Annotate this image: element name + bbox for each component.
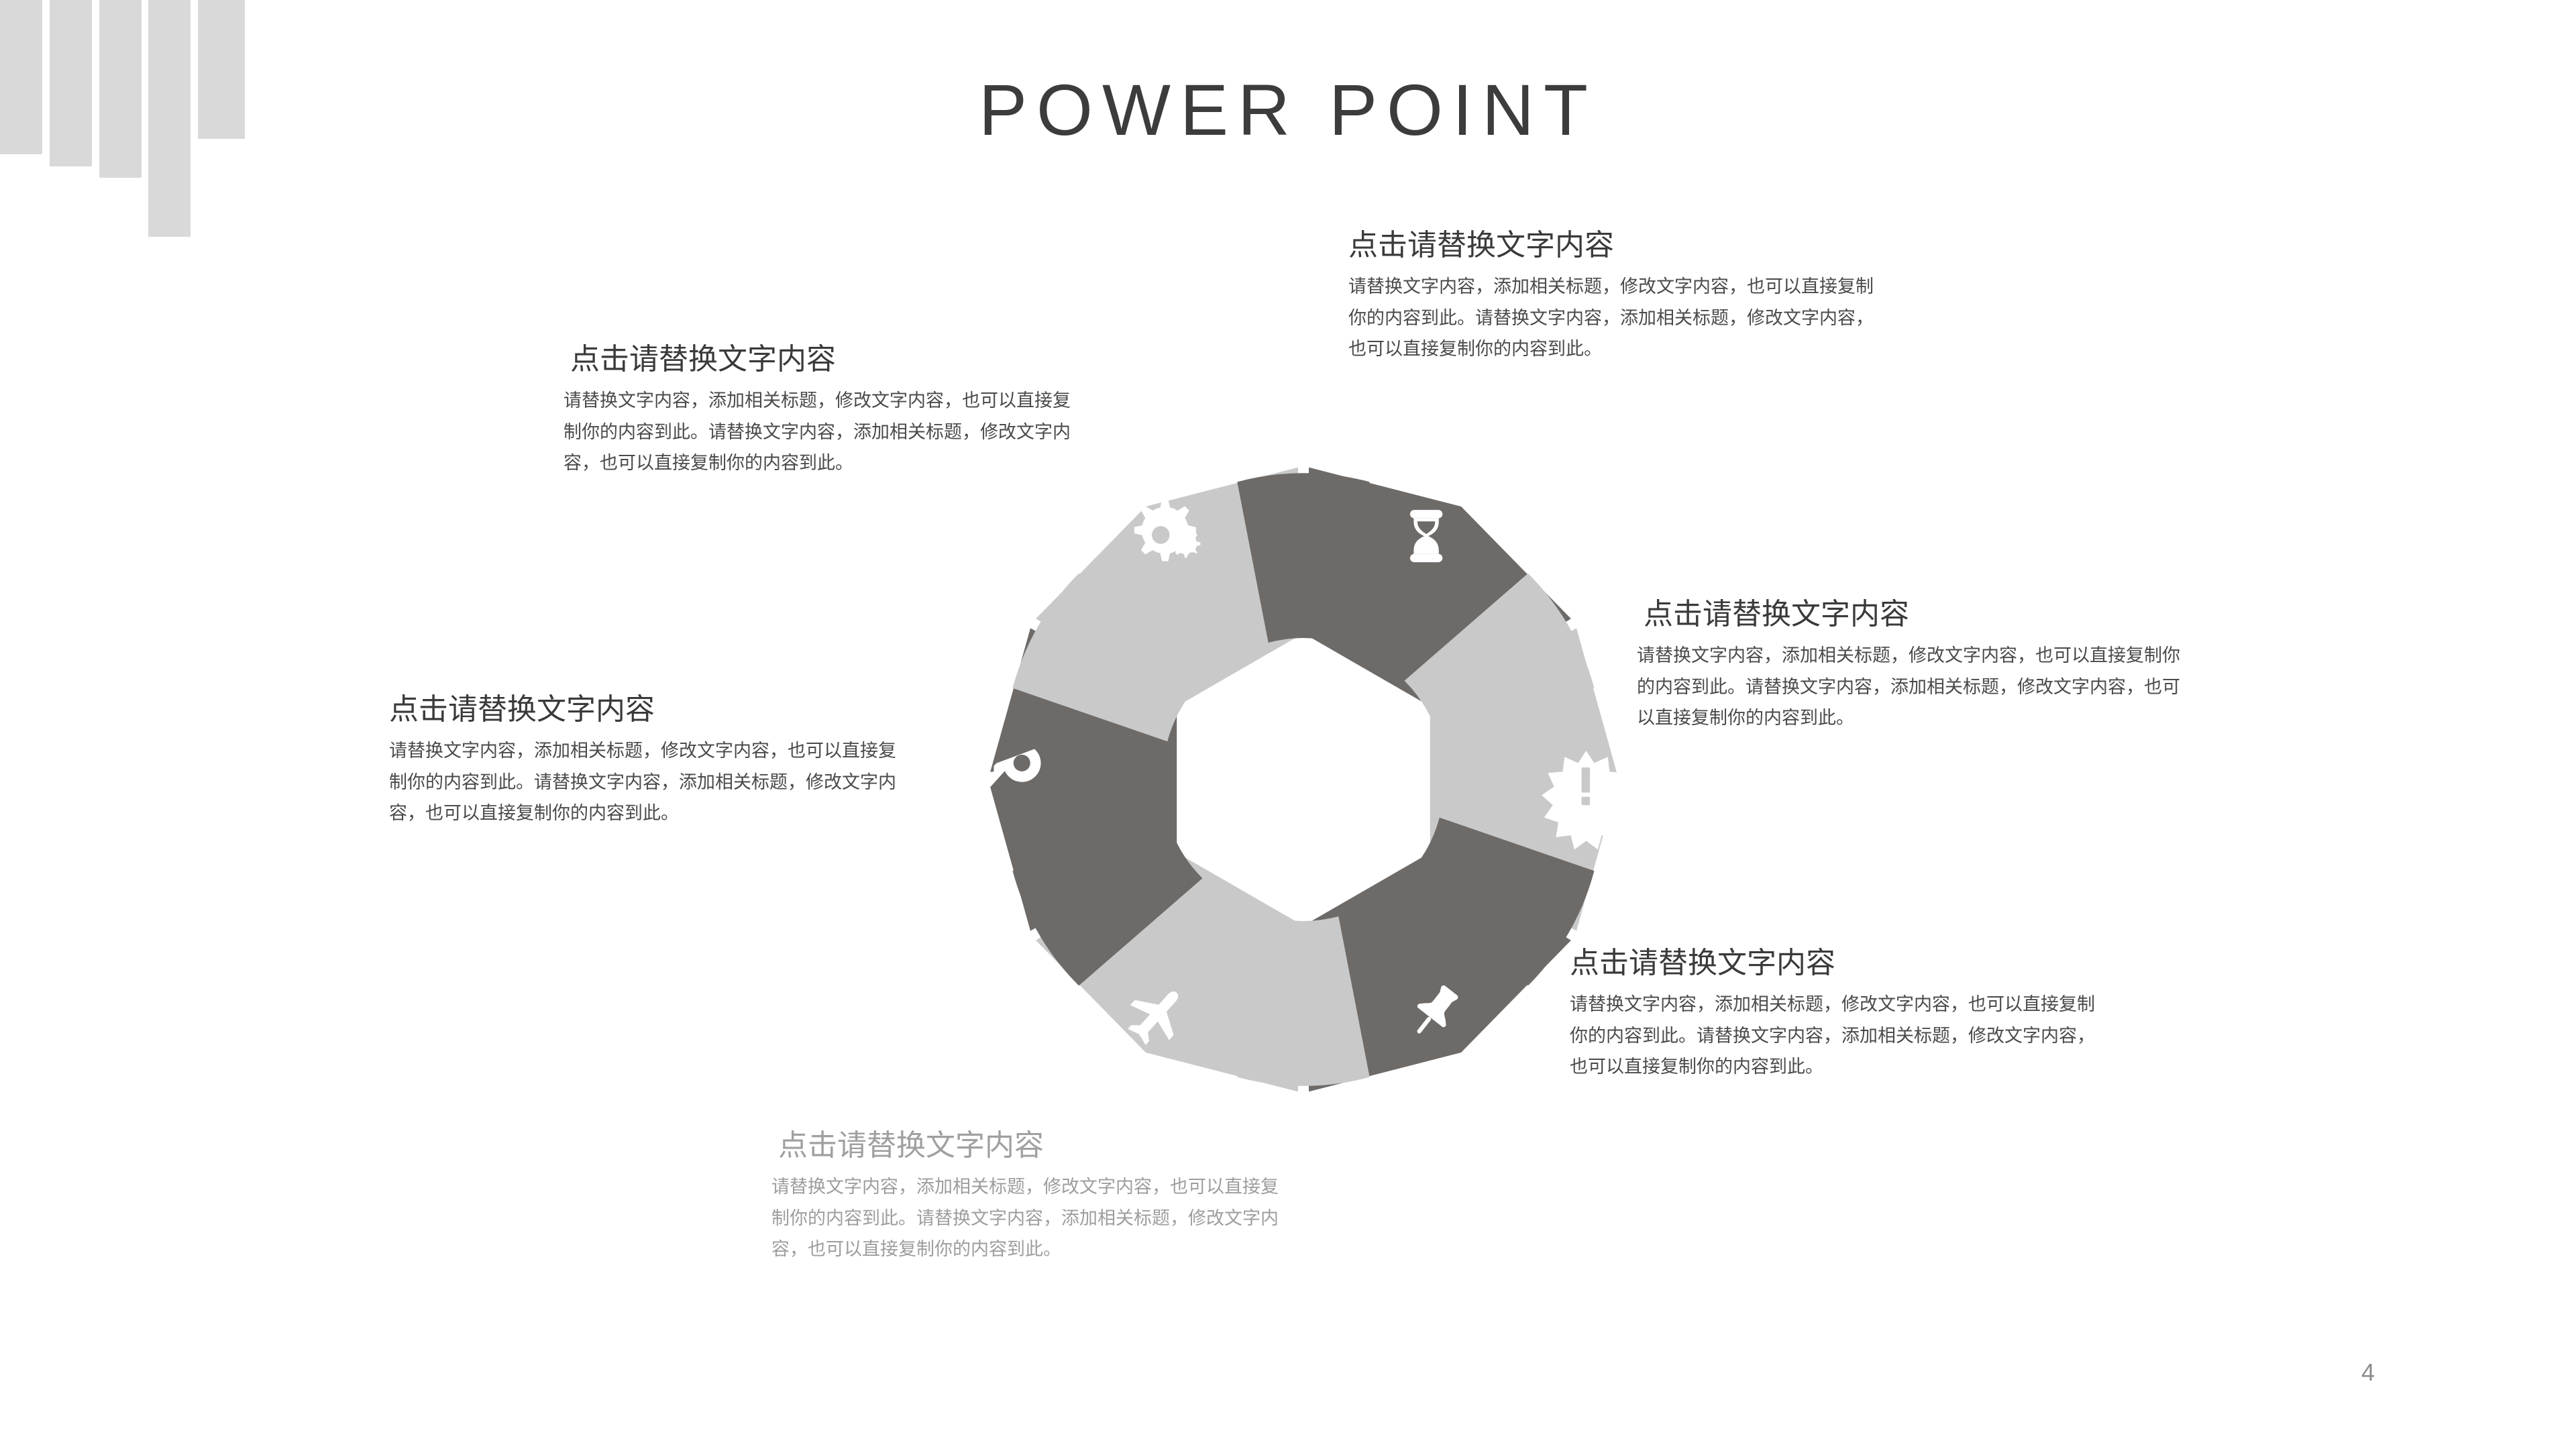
hexagon-ring-arms (988, 467, 1619, 1092)
airplane-icon (1128, 991, 1179, 1045)
text-block-body: 请替换文字内容，添加相关标题，修改文字内容，也可以直接复制你的内容到此。请替换文… (389, 741, 896, 824)
hexagon-ring-diagram (928, 444, 1679, 1115)
text-block-heading: 点击请替换文字内容 (389, 693, 655, 726)
text-block-upper-left[interactable]: 点击请替换文字内容 请替换文字内容，添加相关标题，修改文字内容，也可以直接复制你… (564, 341, 1073, 479)
text-block-heading: 点击请替换文字内容 (1348, 229, 1614, 262)
deco-bar-2 (50, 0, 92, 166)
gears-icon (1134, 499, 1201, 564)
text-block-left[interactable]: 点击请替换文字内容 请替换文字内容，添加相关标题，修改文字内容，也可以直接复制你… (389, 691, 899, 829)
text-block-body: 请替换文字内容，添加相关标题，修改文字内容，也可以直接复制你的内容到此。请替换文… (771, 1177, 1279, 1260)
text-block-right[interactable]: 点击请替换文字内容 请替换文字内容，添加相关标题，修改文字内容，也可以直接复制你… (1637, 596, 2187, 734)
decorative-bars (0, 0, 268, 268)
hourglass-icon (1409, 510, 1443, 563)
ring-corner-5 (1012, 817, 1203, 986)
text-block-lower-right[interactable]: 点击请替换文字内容 请替换文字内容，添加相关标题，修改文字内容，也可以直接复制你… (1570, 945, 2100, 1083)
text-block-heading: 点击请替换文字内容 (1570, 947, 1835, 979)
ring-corner-4 (1237, 916, 1370, 1086)
alert-burst-icon (1542, 751, 1631, 850)
ring-corner-0 (1012, 573, 1203, 742)
text-block-body: 请替换文字内容，添加相关标题，修改文字内容，也可以直接复制你的内容到此。请替换文… (564, 390, 1071, 474)
text-block-top-right[interactable]: 点击请替换文字内容 请替换文字内容，添加相关标题，修改文字内容，也可以直接复制你… (1348, 227, 1878, 365)
pushpin-icon (1417, 985, 1458, 1034)
text-block-body: 请替换文字内容，添加相关标题，修改文字内容，也可以直接复制你的内容到此。请替换文… (1637, 645, 2180, 729)
deco-bar-3 (99, 0, 142, 178)
key-icon (982, 749, 1041, 788)
deco-bar-1 (0, 0, 42, 154)
text-block-bottom-center[interactable]: 点击请替换文字内容 请替换文字内容，添加相关标题，修改文字内容，也可以直接复制你… (771, 1127, 1295, 1265)
diagram-icons (982, 499, 1631, 1045)
ring-corner-1 (1237, 473, 1370, 643)
ring-corner-3 (1404, 817, 1595, 986)
ring-corner-2 (1404, 573, 1595, 742)
page-number: 4 (2361, 1358, 2375, 1386)
text-block-heading: 点击请替换文字内容 (570, 343, 836, 376)
deco-bar-4 (148, 0, 191, 237)
page-title: POWER POINT (978, 69, 1598, 150)
text-block-body: 请替换文字内容，添加相关标题，修改文字内容，也可以直接复制你的内容到此。请替换文… (1570, 994, 2095, 1077)
text-block-heading: 点击请替换文字内容 (1644, 598, 1909, 631)
text-block-heading: 点击请替换文字内容 (778, 1129, 1044, 1162)
text-block-body: 请替换文字内容，添加相关标题，修改文字内容，也可以直接复制你的内容到此。请替换文… (1348, 276, 1874, 360)
deco-bar-5 (198, 0, 245, 139)
